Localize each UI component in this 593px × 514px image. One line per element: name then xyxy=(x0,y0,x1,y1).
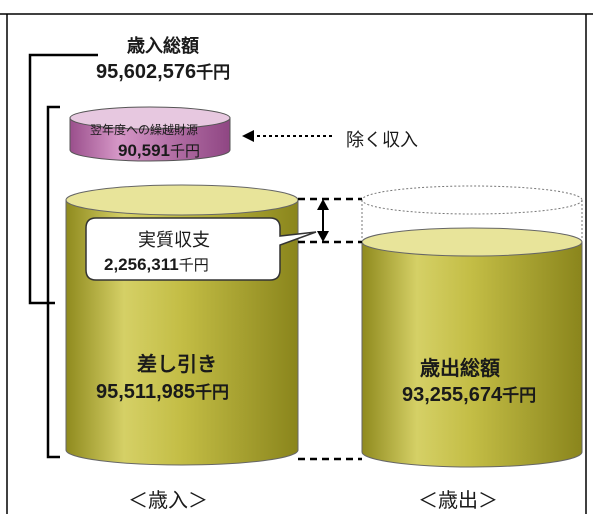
excluded-income-note: 除く収入 xyxy=(346,130,418,151)
expenditure-total-label: 歳出総額 xyxy=(420,356,500,380)
carryover-unit: 千円 xyxy=(170,142,201,160)
expenditure-total-unit: 千円 xyxy=(502,386,537,406)
real-balance-amount: 2,256,311 xyxy=(104,255,179,274)
revenue-caption: ＜歳入＞ xyxy=(128,488,208,512)
real-balance-value: 2,256,311千円 xyxy=(104,254,209,275)
inner-bracket xyxy=(46,105,60,459)
revenue-total-value: 95,602,576千円 xyxy=(96,58,230,84)
carryover-value: 90,591千円 xyxy=(118,140,200,161)
net-revenue-value: 95,511,985千円 xyxy=(96,378,229,404)
expenditure-cylinder xyxy=(361,185,583,468)
real-balance-label: 実質収支 xyxy=(138,230,210,251)
net-revenue-label: 差し引き xyxy=(137,352,217,376)
exclude-arrowhead xyxy=(242,130,254,142)
difference-arrowhead-up xyxy=(317,199,329,210)
net-revenue-amount: 95,511,985 xyxy=(96,381,195,403)
real-balance-callout xyxy=(85,217,317,281)
net-revenue-unit: 千円 xyxy=(195,383,229,403)
revenue-total-bracket xyxy=(28,53,98,305)
carryover-label: 翌年度への繰越財源 xyxy=(90,123,199,137)
revenue-total-unit: 千円 xyxy=(196,63,231,83)
difference-arrowhead-down xyxy=(317,231,329,242)
expenditure-caption: ＜歳出＞ xyxy=(418,488,498,512)
real-balance-unit: 千円 xyxy=(178,256,209,274)
revenue-total-label: 歳入総額 xyxy=(127,36,199,57)
expenditure-total-value: 93,255,674千円 xyxy=(402,381,536,407)
expenditure-total-amount: 93,255,674 xyxy=(402,384,503,406)
carryover-amount: 90,591 xyxy=(118,141,170,160)
revenue-total-amount: 95,602,576 xyxy=(96,61,197,83)
carryover-disc xyxy=(69,106,231,162)
